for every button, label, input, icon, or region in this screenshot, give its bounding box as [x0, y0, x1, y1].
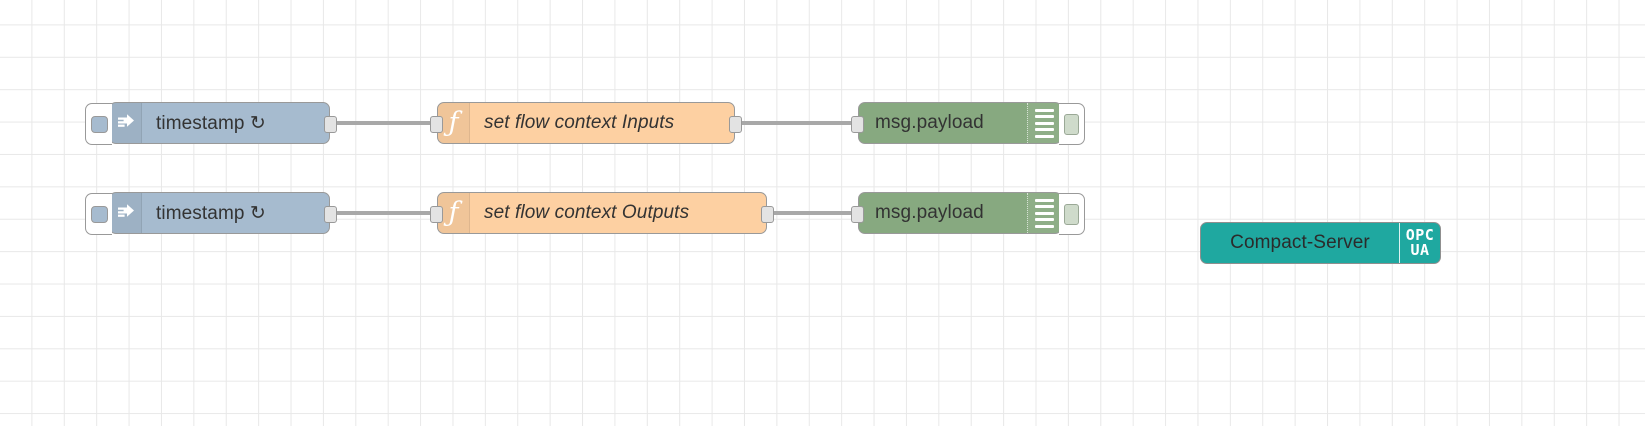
inject-output-port[interactable] [324, 206, 337, 223]
inject-trigger-button[interactable] [85, 193, 112, 235]
inject-node-label: timestamp ↻ [156, 202, 266, 224]
function-f-icon: ƒ [438, 193, 470, 233]
function-input-port[interactable] [430, 206, 443, 223]
inject-trigger-button-inner [90, 205, 108, 223]
function-output-port[interactable] [761, 206, 774, 223]
debug-node[interactable]: msg.payload [851, 192, 1085, 235]
function-node[interactable]: ƒ set flow context Outputs [430, 192, 774, 234]
inject-arrow-icon [110, 103, 142, 143]
inject-node[interactable]: timestamp ↻ [85, 102, 337, 145]
debug-enable-toggle-inner [1064, 113, 1079, 135]
opcua-compact-server-node[interactable]: Compact-Server OPC UA [1200, 222, 1441, 264]
wire-function-to-debug[interactable] [728, 121, 860, 125]
debug-input-port[interactable] [851, 116, 864, 133]
inject-node-label: timestamp ↻ [156, 112, 266, 134]
debug-enable-toggle[interactable] [1059, 103, 1085, 145]
wire-function-to-debug[interactable] [760, 211, 860, 215]
debug-lines-icon [1027, 103, 1061, 143]
inject-trigger-button-inner [90, 115, 108, 133]
inject-output-port[interactable] [324, 116, 337, 133]
debug-node-label: msg.payload [875, 112, 984, 133]
opc-ua-icon-top: OPC [1405, 225, 1435, 244]
debug-node[interactable]: msg.payload [851, 102, 1085, 145]
debug-node-label: msg.payload [875, 202, 984, 223]
function-input-port[interactable] [430, 116, 443, 133]
inject-node[interactable]: timestamp ↻ [85, 192, 337, 235]
function-f-icon: ƒ [438, 103, 470, 143]
inject-arrow-icon [110, 193, 142, 233]
inject-trigger-button[interactable] [85, 103, 112, 145]
function-output-port[interactable] [729, 116, 742, 133]
debug-enable-toggle[interactable] [1059, 193, 1085, 235]
debug-input-port[interactable] [851, 206, 864, 223]
debug-enable-toggle-inner [1064, 203, 1079, 225]
opc-ua-icon: OPC UA [1399, 223, 1440, 263]
function-node-label: set flow context Inputs [484, 112, 675, 133]
wire-inject-to-function[interactable] [328, 121, 438, 125]
function-node[interactable]: ƒ set flow context Inputs [430, 102, 742, 144]
opc-ua-icon-bottom: UA [1410, 241, 1430, 259]
function-node-label: set flow context Outputs [484, 202, 690, 223]
opcua-node-label: Compact-Server [1230, 232, 1370, 253]
wire-inject-to-function[interactable] [328, 211, 438, 215]
debug-lines-icon [1027, 193, 1061, 233]
